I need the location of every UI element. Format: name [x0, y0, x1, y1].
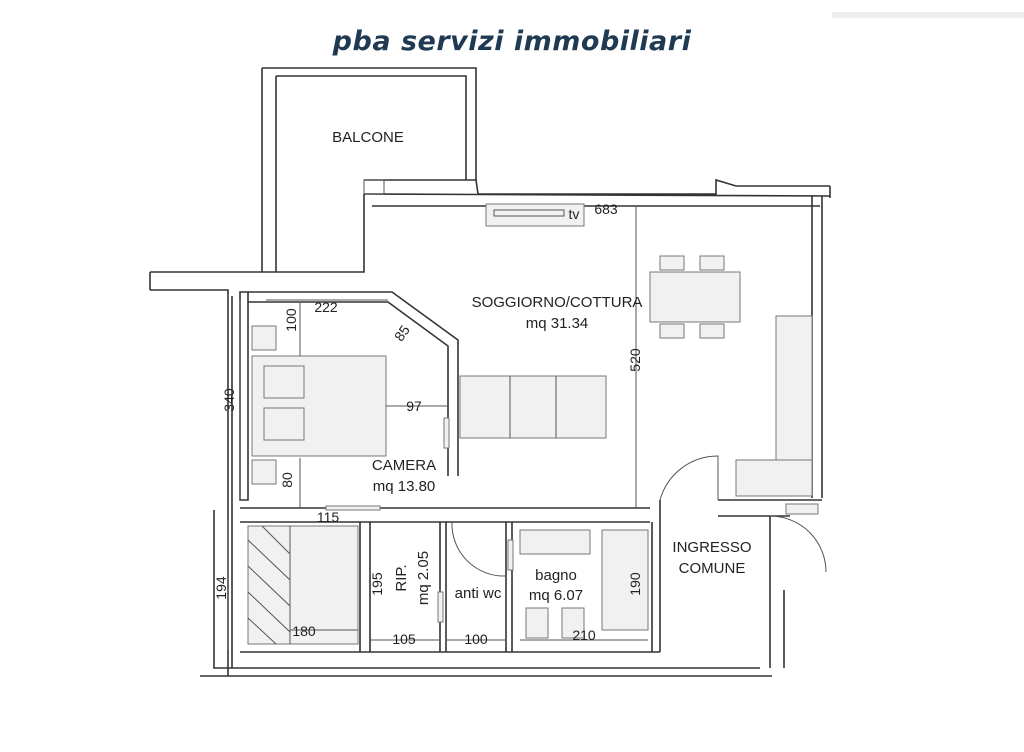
dim-105: 105 — [392, 631, 416, 647]
dim-340: 340 — [221, 388, 237, 412]
bed-pillow-top — [263, 365, 305, 399]
entrance-walls — [718, 499, 822, 668]
wc — [525, 607, 549, 639]
dim-195: 195 — [369, 572, 385, 596]
dim-100: 100 — [283, 308, 299, 332]
bath-sink — [519, 529, 591, 555]
dim-180: 180 — [292, 623, 316, 639]
label-camera: CAMERA — [372, 457, 436, 474]
top-facade-walls — [363, 178, 831, 207]
dim-190: 190 — [627, 572, 643, 596]
dim-80: 80 — [279, 472, 295, 488]
dim-210: 210 — [572, 627, 596, 643]
brand-title: pba servizi immobiliari — [332, 26, 692, 57]
walls — [149, 67, 831, 677]
label-bagno: bagno — [535, 567, 577, 584]
camera-sliding-door — [443, 417, 450, 449]
service-partitions — [359, 500, 661, 652]
camera-left-wall — [239, 291, 249, 501]
label-rip-area: mq 2.05 — [415, 551, 432, 605]
dim-85: 85 — [391, 322, 413, 344]
balcony-walls — [261, 67, 477, 272]
dim-97: 97 — [406, 398, 422, 414]
wardrobe — [247, 525, 359, 645]
chair-2 — [699, 255, 725, 271]
kitchen-counter-corner — [735, 459, 813, 497]
wardrobe-box — [247, 525, 359, 645]
label-soggiorno-area: mq 31.34 — [526, 315, 589, 332]
bidet — [561, 607, 585, 639]
common-door-swing — [769, 515, 827, 573]
nightstand-bottom — [251, 459, 277, 485]
label-tv: tv — [569, 206, 580, 222]
dim-100b: 100 — [464, 631, 488, 647]
top-edge-bar — [832, 12, 1024, 18]
dim-683: 683 — [594, 201, 618, 217]
label-camera-area: mq 13.80 — [373, 478, 436, 495]
label-balcone: BALCONE — [332, 129, 404, 146]
camera-walls — [248, 291, 459, 476]
entry-threshold — [785, 503, 819, 515]
label-comune: COMUNE — [679, 560, 746, 577]
wardrobe-hatch — [247, 525, 291, 645]
dining-table — [649, 271, 741, 323]
room-labels: BALCONE SOGGIORNO/COTTURA mq 31.34 CAMER… — [332, 129, 751, 605]
furniture — [247, 203, 819, 645]
right-exterior-walls — [811, 186, 831, 498]
doors — [325, 417, 827, 623]
left-lower-walls — [213, 296, 760, 669]
dim-222: 222 — [314, 299, 338, 315]
dim-194: 194 — [213, 576, 229, 600]
sofa — [459, 375, 607, 439]
dimension-numbers: 683 222 100 85 97 520 340 80 115 194 195… — [213, 201, 643, 647]
label-soggiorno: SOGGIORNO/COTTURA — [472, 294, 643, 311]
bagno-sliding-door — [507, 539, 514, 571]
label-ingresso: INGRESSO — [672, 539, 751, 556]
label-rip: RIP. — [393, 564, 410, 591]
corridor-walls — [240, 507, 650, 523]
antiwc-door-swing — [451, 521, 507, 577]
rip-sliding-door — [437, 591, 444, 623]
chair-4 — [699, 323, 725, 339]
dim-520: 520 — [627, 348, 643, 372]
facade-pillar — [363, 179, 385, 195]
entry-door-swing — [659, 455, 719, 501]
chair-3 — [659, 323, 685, 339]
tv-screen — [493, 209, 565, 217]
shower — [601, 529, 649, 631]
camera-wardrobe-door — [325, 505, 381, 511]
chair-1 — [659, 255, 685, 271]
bed-pillow-bottom — [263, 407, 305, 441]
bottom-outer-wall — [200, 668, 772, 677]
label-antiwc: anti wc — [455, 585, 502, 602]
dimension-lines — [227, 206, 648, 650]
nightstand-top — [251, 325, 277, 351]
label-bagno-area: mq 6.07 — [529, 587, 583, 604]
dim-115: 115 — [317, 509, 340, 525]
